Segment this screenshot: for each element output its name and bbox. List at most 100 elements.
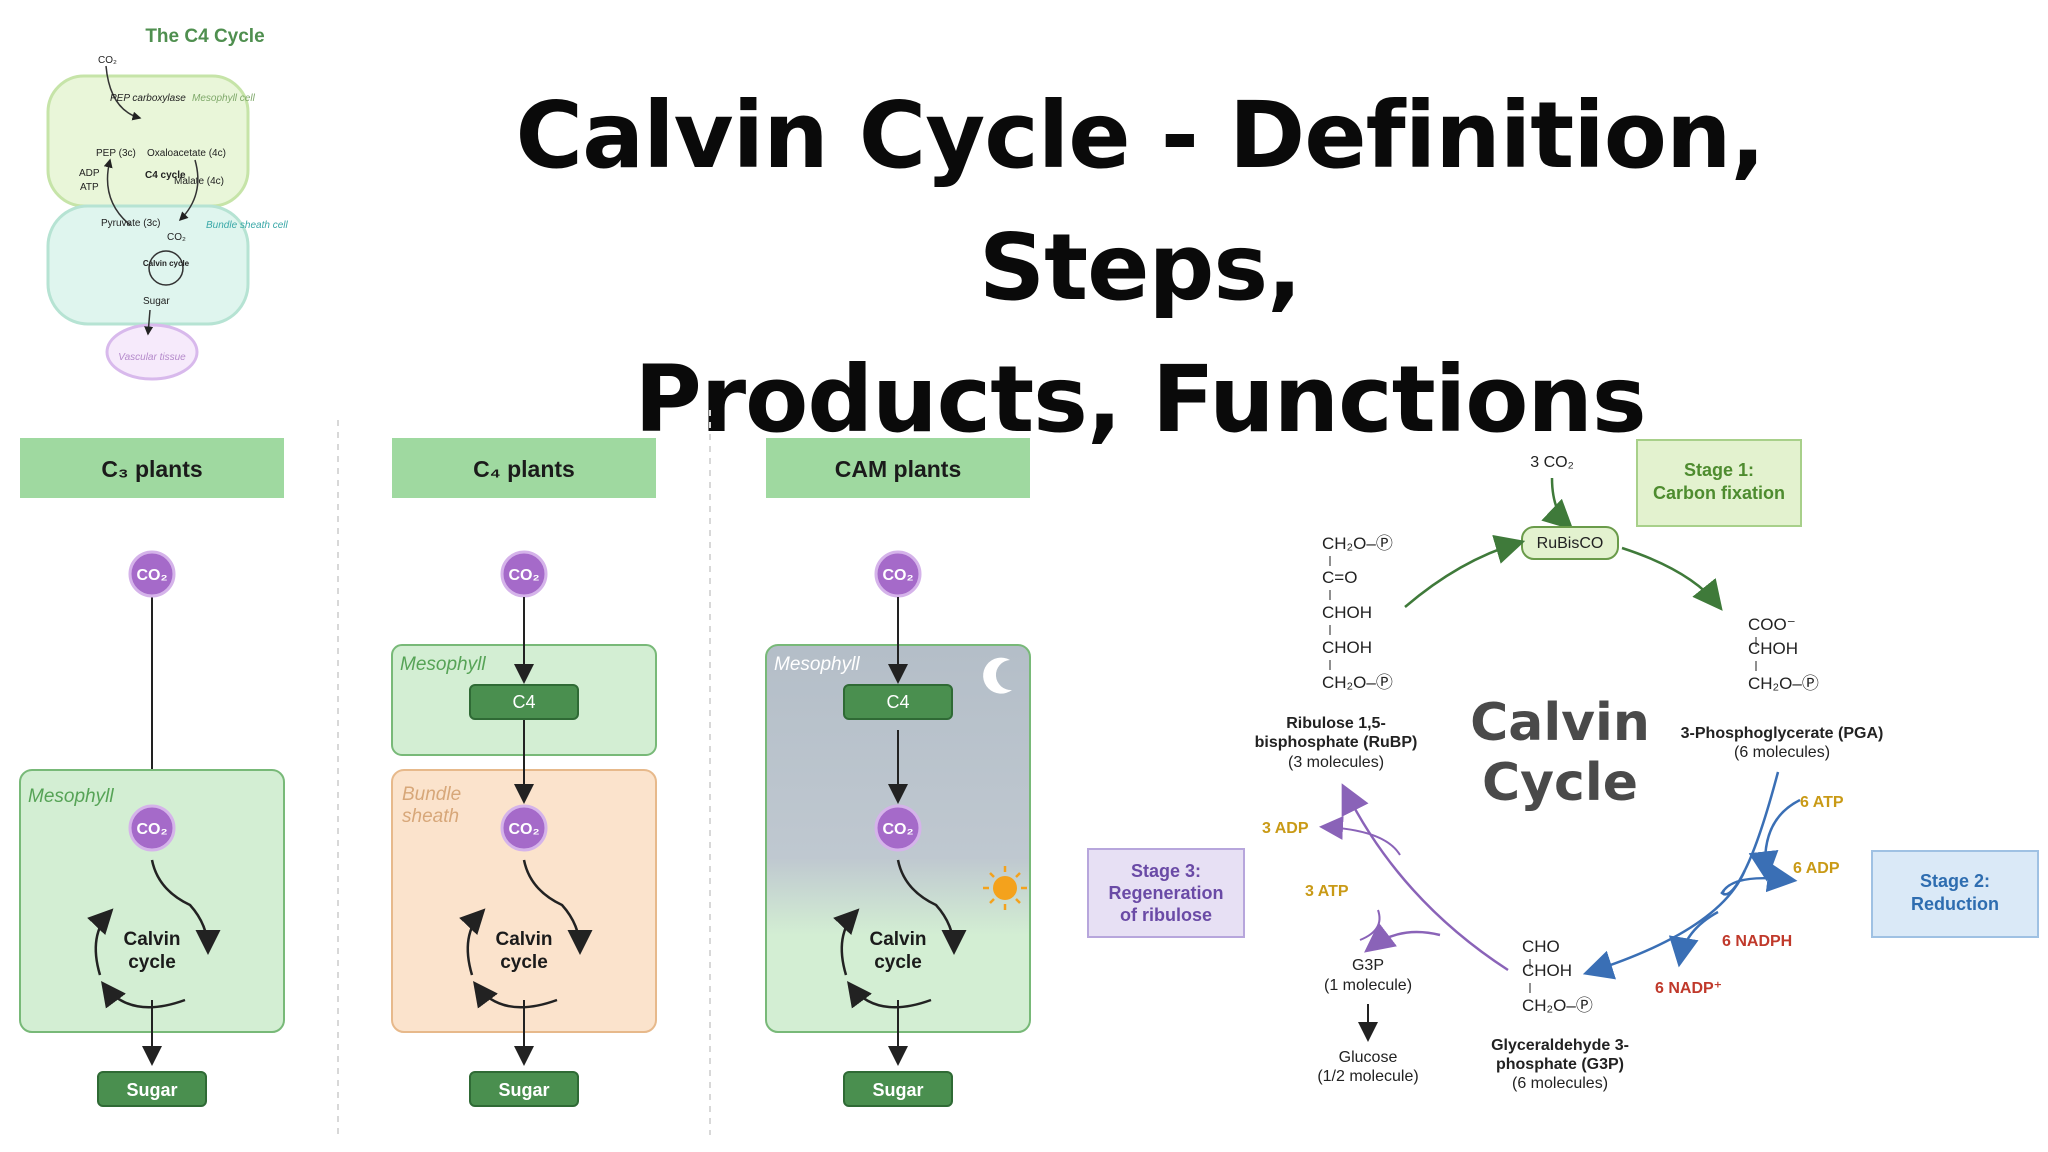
label-3atp: 3 ATP (1305, 883, 1349, 900)
c4-co2-top (500, 550, 548, 598)
cam-mesophyll-label: Mesophyll (774, 654, 860, 675)
arc-pga-down (1743, 771, 1780, 871)
pga-name: 3-Phosphoglycerate (PGA) (1681, 725, 1884, 742)
cam-header-box (766, 438, 1030, 498)
c3-cycle-arc-left (87, 908, 114, 976)
stage2-line1: Stage 2: (1920, 871, 1990, 891)
cam-c4-label: C4 (886, 692, 909, 712)
c3-sugar: Sugar (126, 1080, 177, 1100)
label-6atp: 6 ATP (1800, 794, 1844, 811)
moon-icon (983, 657, 1012, 694)
title-line-2: Products, Functions (634, 346, 1646, 453)
label-3adp: 3 ADP (1262, 820, 1309, 837)
panel-c3-plants: C₃ plants CO₂ Mesophyll CO₂ Calvin cycle… (19, 438, 285, 1107)
cam-co2-top (874, 550, 922, 598)
g3p-name-1: Glyceraldehyde 3- (1491, 1037, 1629, 1054)
stage2-box (1871, 850, 2039, 938)
stage1-line1: Stage 1: (1684, 460, 1754, 480)
cam-calvin-line2: cycle (874, 952, 922, 973)
rubp-s0: CH₂O–Ⓟ (1322, 534, 1393, 553)
c4-mesophyll-label: Mesophyll (400, 654, 486, 675)
c4-inset-calvin-circle (148, 250, 184, 286)
c4-c4-label: C4 (512, 692, 535, 712)
c4-inset-oxaloacetate: Oxaloacetate (4c) (147, 148, 226, 159)
c3-co2-top (128, 550, 176, 598)
cam-header: CAM plants (835, 456, 962, 482)
c4-inset-bundle-sheath: Bundle sheath cell (206, 220, 289, 231)
c4-c4-box (469, 684, 579, 720)
c4-calvin-line1: Calvin (495, 929, 552, 950)
c4-inset-pep-carboxylase: PEP carboxylase (110, 93, 186, 104)
stage3-box (1087, 848, 1245, 938)
arc-to-g3p (1582, 869, 1747, 980)
c4-bundle-label-2: sheath (402, 806, 459, 827)
g3p-s1: CHOH (1522, 961, 1572, 980)
c4-inset-vascular: Vascular tissue (118, 352, 186, 363)
c3-mesophyll-label: Mesophyll (28, 786, 114, 807)
c3-calvin-line2: cycle (128, 952, 176, 973)
cam-cycle-arc-bottom (847, 980, 932, 1009)
c4-inset-mesophyll: Mesophyll cell (192, 93, 256, 104)
cam-sugar: Sugar (872, 1080, 923, 1100)
panel-c4-plants: C₄ plants CO₂ Mesophyll C4 Bundle sheath… (391, 438, 657, 1107)
g3p-name-2: phosphate (G3P) (1496, 1056, 1624, 1073)
cam-cycle-arc-left (833, 908, 860, 976)
c4-sugar-box (469, 1071, 579, 1107)
calvin-center-line2: Cycle (1482, 753, 1638, 813)
c4-inset-c4-cycle: C4 cycle (145, 170, 186, 181)
cam-c4-box (843, 684, 953, 720)
c4-arrow-co2 (105, 65, 142, 121)
rubp-name-2: bisphosphate (RuBP) (1255, 734, 1418, 751)
c3-cycle-arc-bottom (101, 980, 186, 1009)
arc-rubp-to-rubisco (1404, 534, 1526, 608)
rubp-s3: CHOH (1322, 638, 1372, 657)
rubisco-label: RuBisCO (1537, 535, 1604, 552)
c4-cycle-inset: The C4 Cycle CO₂ PEP carboxylase Mesophy… (46, 26, 289, 381)
stage3-line2: Regeneration (1108, 883, 1223, 903)
pga-s1: CHOH (1748, 639, 1798, 658)
c4-arrow-sugar (144, 309, 154, 336)
c4-inset-co2: CO₂ (98, 55, 117, 66)
c4-arrow-pyruvate (103, 158, 131, 226)
c4-arrow-malate (178, 159, 199, 222)
label-6nadp: 6 NADP⁺ (1655, 980, 1722, 997)
c4-cycle-arc-right (522, 859, 593, 955)
title-line-1: Calvin Cycle - Definition, Steps, (515, 82, 1766, 321)
label-6adp: 6 ADP (1793, 860, 1840, 877)
arc-3atp (1359, 909, 1381, 941)
glucose: Glucose (1339, 1049, 1398, 1066)
c3-sugar-box (97, 1071, 207, 1107)
g3p-s2: CH₂O–Ⓟ (1522, 996, 1593, 1015)
arc-6atp (1748, 798, 1801, 882)
c4-inset-pyruvate: Pyruvate (3c) (101, 218, 160, 229)
cam-co2-label: CO₂ (882, 567, 913, 584)
c4-header-box (392, 438, 656, 498)
c4-calvin-line2: cycle (500, 952, 548, 973)
c4-inset-sugar: Sugar (143, 296, 170, 307)
c3-header: C₃ plants (101, 456, 202, 482)
g3p-out-count: (1 molecule) (1324, 977, 1412, 994)
cam-co2-inner (874, 804, 922, 852)
c4-inset-pep: PEP (3c) (96, 148, 136, 159)
c4-cycle-arc-bottom (473, 980, 558, 1009)
sun-icon (983, 866, 1027, 910)
co2-input-arrow (1541, 477, 1574, 531)
stage2-line2: Reduction (1911, 894, 1999, 914)
c4-bundle-label-1: Bundle (402, 784, 461, 805)
arc-nadph (1668, 910, 1719, 968)
rubp-count: (3 molecules) (1288, 754, 1384, 771)
stage1-line2: Carbon fixation (1653, 483, 1785, 503)
stage3-line1: Stage 3: (1131, 861, 1201, 881)
c4-cycle-arc-left (459, 908, 486, 976)
rubp-name-1: Ribulose 1,5- (1286, 715, 1386, 732)
panel-cam-plants: CAM plants CO₂ Mesophyll C4 CO₂ Calvin c… (765, 438, 1031, 1107)
pga-structure: COO⁻ CHOH CH₂O–Ⓟ (1748, 615, 1819, 693)
page-title: Calvin Cycle - Definition, Steps, Produc… (360, 70, 1920, 466)
cam-cycle-arc-right (896, 859, 967, 955)
glucose-count: (1/2 molecule) (1317, 1068, 1418, 1085)
rubp-s2: CHOH (1322, 603, 1372, 622)
c3-co2-inner-label: CO₂ (136, 821, 167, 838)
c4-inset-title: The C4 Cycle (145, 26, 264, 47)
stage1-box (1636, 439, 1802, 527)
c3-header-box (20, 438, 284, 498)
